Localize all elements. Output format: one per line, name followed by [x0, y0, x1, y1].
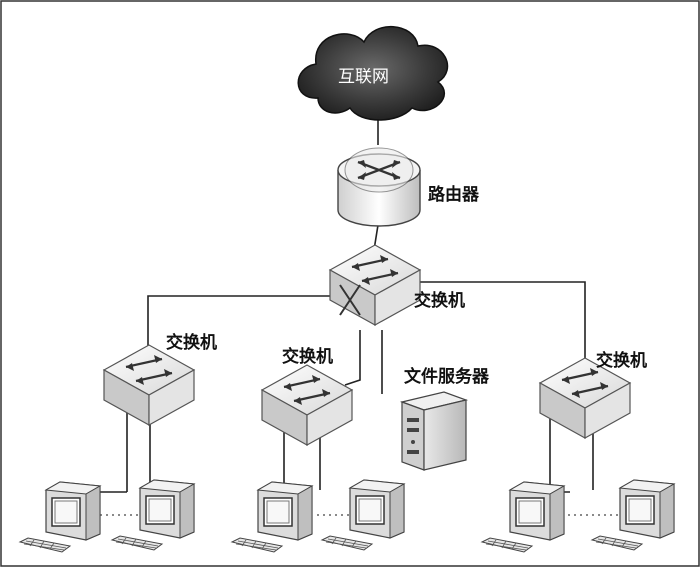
switch-left-icon [102, 343, 196, 427]
pc-icon [257, 481, 313, 541]
core-switch-label: 交换机 [414, 291, 465, 311]
switch-left-label: 交换机 [166, 333, 217, 353]
keyboard-icon [321, 535, 373, 551]
pc-icon [619, 479, 675, 539]
switch-mid-icon [260, 363, 354, 447]
keyboard-icon [19, 537, 71, 553]
keyboard-icon [591, 535, 643, 551]
switch-mid-label: 交换机 [282, 347, 333, 367]
file-server-icon [399, 391, 469, 471]
internet-label: 互联网 [338, 67, 389, 87]
file-server-label: 文件服务器 [404, 367, 489, 387]
keyboard-icon [111, 535, 163, 551]
pc-icon [349, 479, 405, 539]
keyboard-icon [231, 537, 283, 553]
router-label: 路由器 [428, 185, 479, 205]
keyboard-icon [481, 537, 533, 553]
pc-icon [139, 479, 195, 539]
switch-right-label: 交换机 [596, 351, 647, 371]
pc-icon [509, 481, 565, 541]
pc-icon [45, 481, 101, 541]
router-icon [337, 147, 421, 227]
core-switch-icon [328, 243, 422, 327]
internet-cloud [297, 26, 449, 121]
